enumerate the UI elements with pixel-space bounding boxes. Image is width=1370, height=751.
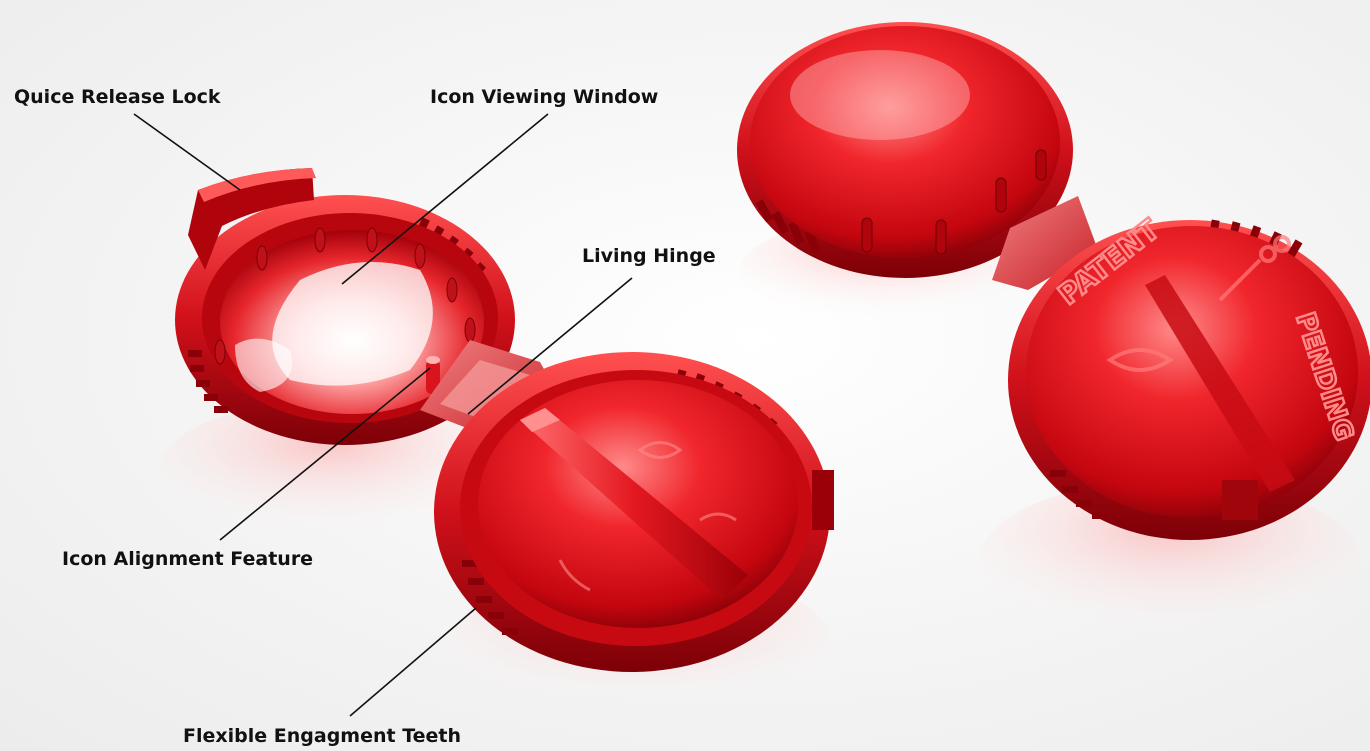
leader-quick-release (134, 114, 240, 190)
label-flexible-engagement-teeth: Flexible Engagment Teeth (183, 725, 461, 747)
label-icon-alignment-feature: Icon Alignment Feature (62, 548, 313, 570)
label-living-hinge: Living Hinge (582, 245, 716, 267)
leader-engagement-teeth (350, 608, 476, 716)
label-icon-viewing-window: Icon Viewing Window (430, 86, 658, 108)
label-quick-release-lock: Quice Release Lock (14, 86, 221, 108)
